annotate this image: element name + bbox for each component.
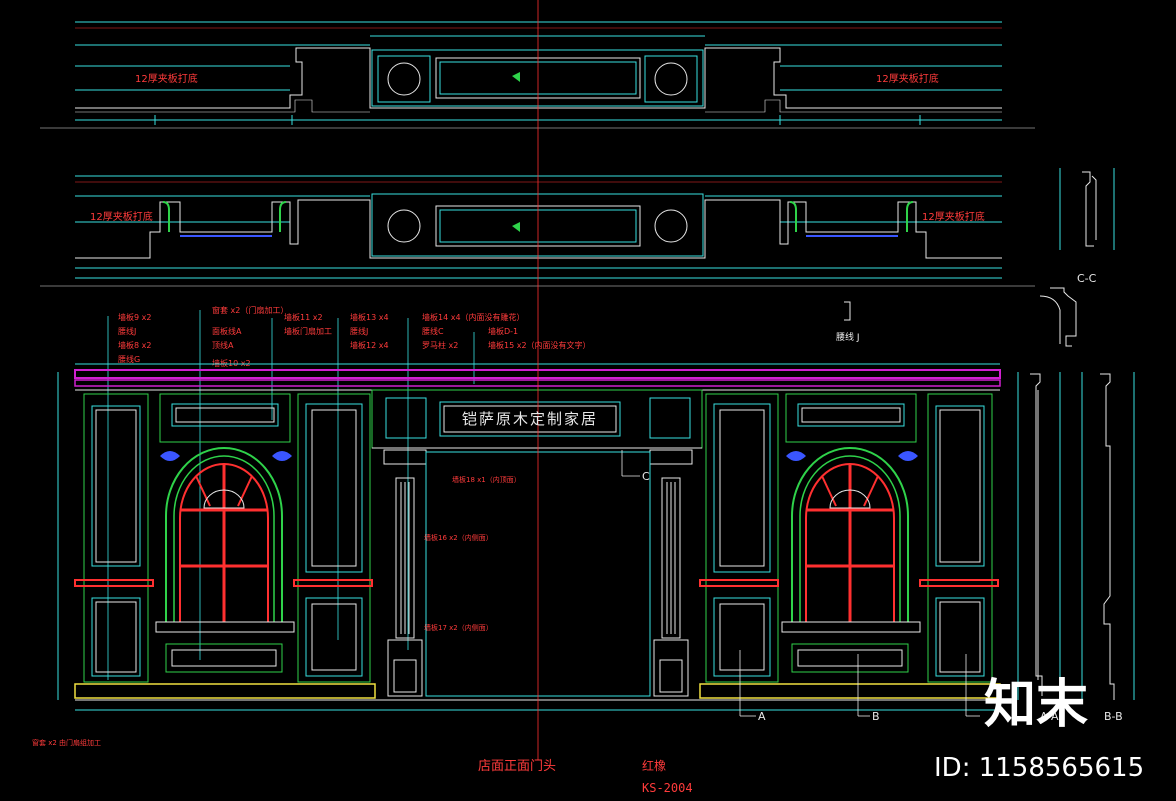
- front-elevation: [57, 0, 1001, 760]
- callout-leader-lines: [107, 310, 475, 680]
- section-arrow-b: B: [872, 710, 880, 723]
- section-label-bb: B-B: [1104, 710, 1123, 723]
- plan-green-returns: [162, 201, 914, 232]
- callout-right2-1: 墙板15 x2（内面没有文字）: [488, 340, 591, 350]
- callout-right1-1: 腰线C: [422, 326, 444, 336]
- callout-mid3-1: 腰线J: [350, 326, 368, 336]
- model-code: KS-2004: [642, 781, 693, 795]
- section-arrow-c: C: [642, 470, 650, 483]
- side-sections: [1017, 372, 1135, 700]
- plan-label-mid-left: 12厚夹板打底: [90, 210, 153, 223]
- material-label: 红橡: [642, 758, 666, 773]
- section-label-aa: A-A: [1040, 710, 1059, 723]
- callout-right1-0: 墙板14 x4（内面没有雕花）: [422, 312, 525, 322]
- callout-mid3-2: 墙板12 x4: [350, 340, 389, 350]
- plan-label-top-right: 12厚夹板打底: [876, 72, 939, 85]
- green-marker-top: [512, 72, 520, 82]
- callout-mid3-0: 墙板13 x4: [350, 312, 389, 322]
- profile-j-label: 腰线 J: [836, 331, 860, 343]
- plan-label-mid-right: 12厚夹板打底: [922, 210, 985, 223]
- watermark-logo: 知末: [984, 675, 1088, 735]
- green-marker-second: [512, 222, 520, 232]
- callout-mid1-2: 顶线A: [212, 340, 234, 350]
- callout-left-1: 腰线J: [118, 326, 136, 336]
- plan-view-top: [40, 21, 1035, 129]
- callout-mid1-3: 墙板10 x2: [212, 358, 251, 368]
- callout-mid2-0: 墙板11 x2: [284, 312, 323, 322]
- callout-right1-2: 罗马柱 x2: [422, 340, 458, 350]
- callout-group: 墙板9 x2 腰线J 墙板8 x2 腰线G 窗套 x2（门扇加工） 面板线A 顶…: [118, 305, 591, 368]
- plan-label-top-left: 12厚夹板打底: [135, 72, 198, 85]
- callout-left-2: 墙板8 x2: [118, 340, 151, 350]
- callout-mid1-1: 面板线A: [212, 326, 242, 336]
- column-low-label: 墙板17 x2（内侧面）: [424, 623, 493, 632]
- door-top-label: 墙板18 x1（内顶面）: [452, 475, 521, 484]
- bottom-note: 窗套 x2 由门扇组加工: [32, 738, 101, 747]
- window-ornaments: [160, 451, 918, 461]
- section-markers: [621, 450, 980, 717]
- callout-right2-0: 墙板D-1: [488, 326, 518, 336]
- section-cc-detail: [1039, 168, 1115, 347]
- callout-mid2-1: 墙板门扇加工: [284, 326, 332, 336]
- image-id-label: ID: 1158565615: [934, 753, 1144, 783]
- profile-j-detail: [844, 301, 851, 321]
- column-mid-label: 墙板16 x2（内侧面）: [424, 533, 493, 542]
- plan-view-second: [40, 175, 1035, 287]
- callout-mid1-0: 窗套 x2（门扇加工）: [212, 305, 288, 315]
- section-cc-label: C-C: [1077, 272, 1097, 285]
- callout-left-3: 腰线G: [118, 354, 140, 364]
- storefront-sign: 铠萨原木定制家居: [462, 410, 598, 428]
- callout-left-0: 墙板9 x2: [118, 312, 151, 322]
- section-arrow-a: A: [758, 710, 766, 723]
- drawing-title: 店面正面门头: [478, 759, 556, 774]
